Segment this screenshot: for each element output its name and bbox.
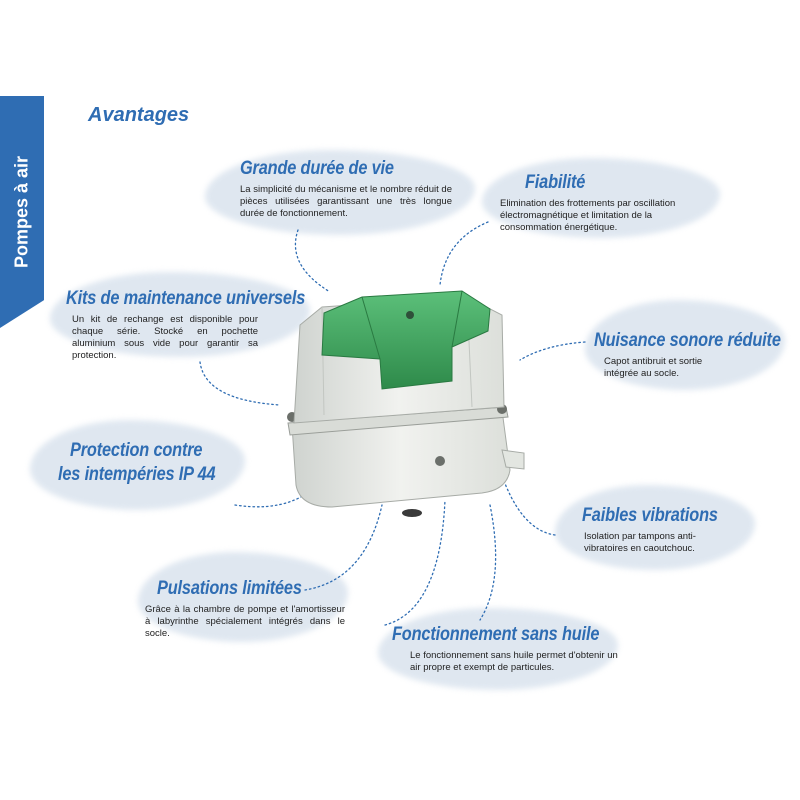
feature-text: Grâce à la chambre de pompe et l'amortis… xyxy=(145,604,345,639)
feature-text: Isolation par tampons anti-vibratoires e… xyxy=(584,531,696,554)
feature-title-line1: Protection contre xyxy=(70,440,203,461)
feature-title: Nuisance sonore réduite xyxy=(594,330,781,351)
feature-title: Fiabilité xyxy=(525,172,586,193)
feature-text: Le fonctionnement sans huile permet d'ob… xyxy=(410,650,618,673)
page-heading: Avantages xyxy=(88,104,190,126)
feature-title: Grande durée de vie xyxy=(240,158,394,179)
feature-text: Un kit de rechange est disponible pour c… xyxy=(72,314,258,361)
feature-title: Fonctionnement sans huile xyxy=(392,624,600,645)
feature-grande-duree: Grande durée de vie La simplicité du méc… xyxy=(240,158,452,220)
blob-kits xyxy=(50,272,310,357)
feature-pulsations-limitees: Pulsations limitées Grâce à la chambre d… xyxy=(145,578,345,640)
blob-pulsations xyxy=(138,552,348,642)
feature-text: Elimination des frottements par oscillat… xyxy=(500,198,676,233)
blob-nuisance xyxy=(585,300,785,390)
feature-nuisance-sonore: Nuisance sonore réduite Capot antibruit … xyxy=(594,330,784,380)
feature-sans-huile: Fonctionnement sans huile Le fonctionnem… xyxy=(392,624,632,674)
side-tab: Pompes à air xyxy=(0,96,44,328)
feature-kits-maintenance: Kits de maintenance universels Un kit de… xyxy=(66,288,306,362)
feature-text: Capot antibruit et sortie intégrée au so… xyxy=(604,356,703,379)
feature-title: Pulsations limitées xyxy=(157,578,302,599)
blob-protection xyxy=(30,420,245,510)
blob-fiabilite xyxy=(482,158,720,238)
feature-title: Faibles vibrations xyxy=(582,505,718,526)
feature-faibles-vibrations: Faibles vibrations Isolation par tampons… xyxy=(582,505,757,555)
feature-text: La simplicité du mécanisme et le nombre … xyxy=(240,184,452,219)
blob-huile xyxy=(378,608,618,690)
feature-protection-ip44: Protection contre les intempéries IP 44 xyxy=(58,440,248,486)
feature-fiabilite: Fiabilité Elimination des frottements pa… xyxy=(500,172,710,234)
blob-durée xyxy=(205,150,475,235)
feature-title-line2: les intempéries IP 44 xyxy=(58,464,216,485)
blob-vibrations xyxy=(555,485,755,570)
feature-title: Kits de maintenance universels xyxy=(66,288,306,309)
air-pump-image xyxy=(287,290,525,517)
